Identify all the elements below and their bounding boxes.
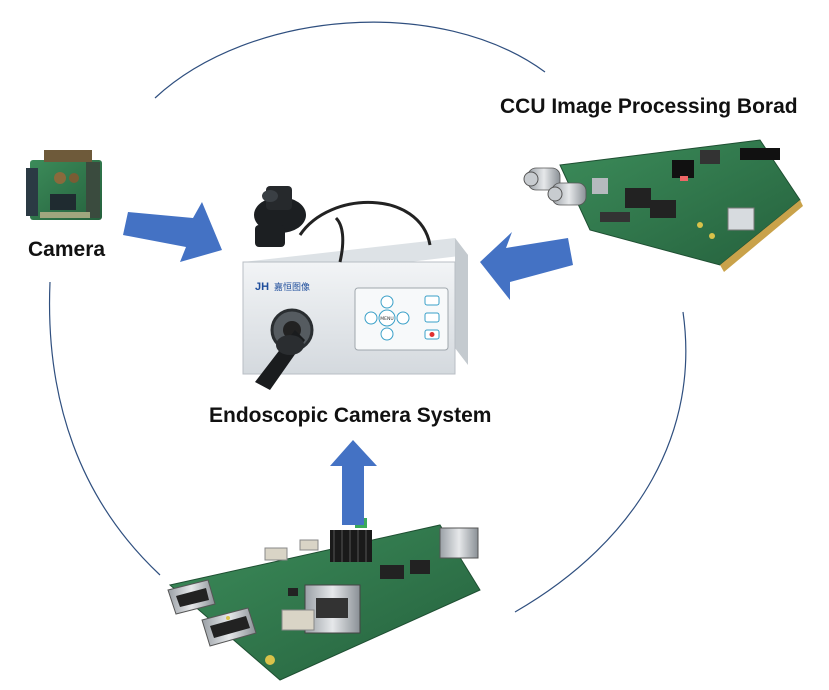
fpga-board-image xyxy=(167,518,481,681)
down-button-icon xyxy=(380,327,394,341)
snapshot-button-icon xyxy=(424,295,440,306)
camera-label: Camera xyxy=(28,238,106,261)
cable xyxy=(298,200,432,246)
cycle-circle-icon xyxy=(48,21,687,613)
heatsink xyxy=(330,518,372,562)
up-button-icon xyxy=(380,295,394,309)
control-panel: MENU xyxy=(354,287,449,351)
menu-button xyxy=(378,309,396,327)
hdmi-port-icon xyxy=(167,579,257,647)
scope-tube xyxy=(255,330,305,390)
enter-button-icon xyxy=(424,312,440,323)
circle-arc-right xyxy=(514,311,687,613)
circle-arc-top xyxy=(154,21,546,99)
right-button-icon xyxy=(396,311,410,325)
endoscopic-system-label: Endoscopic Camera System xyxy=(209,404,492,427)
circle-arc-left xyxy=(48,281,161,576)
ccu-board-label: CCU Image Processing Borad xyxy=(500,95,798,118)
arrow-up-icon xyxy=(330,440,377,525)
arrow-left-icon xyxy=(480,232,573,300)
brand-logo: JH xyxy=(255,281,269,293)
bnc-connector-icon xyxy=(523,167,587,206)
camera-head xyxy=(254,186,306,247)
brand-name: 嘉恒图像 xyxy=(274,281,310,293)
endoscopic-system-image: JH 嘉恒图像 MENU xyxy=(242,186,468,390)
arrow-right-icon xyxy=(123,202,222,262)
left-button-icon xyxy=(364,311,378,325)
ccu-board-image xyxy=(523,139,803,272)
camera-module-image xyxy=(26,150,102,220)
menu-button-label: MENU xyxy=(380,316,393,322)
